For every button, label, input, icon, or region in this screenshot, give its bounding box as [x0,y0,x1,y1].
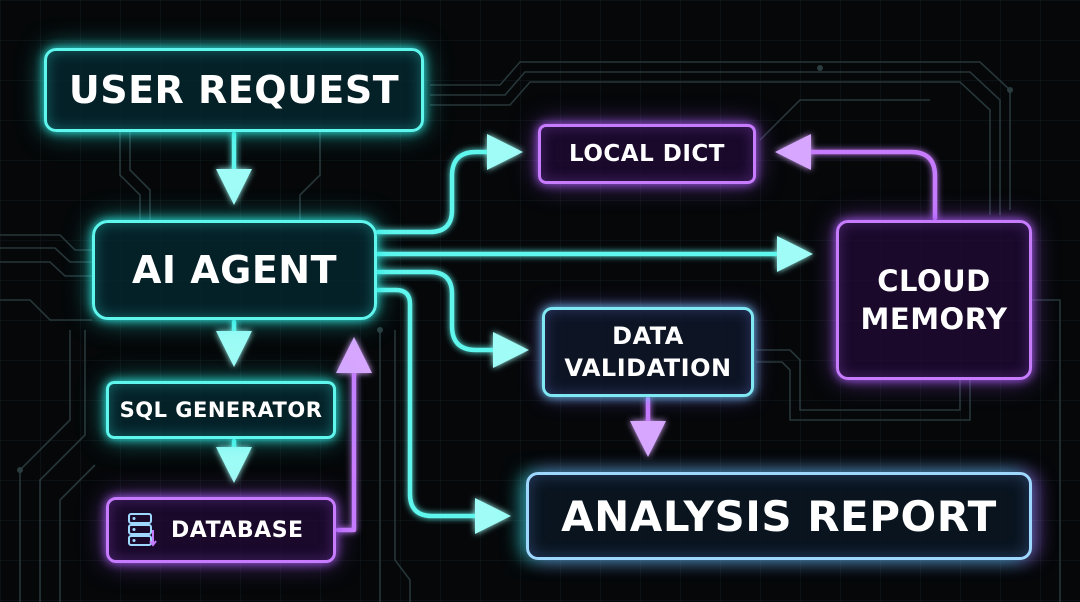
data-validation-label-line1: DATA [612,322,684,350]
user-request-label: USER REQUEST [68,68,400,112]
trace-right-3 [1032,299,1061,602]
trace-node-1 [1007,87,1013,93]
database-label: DATABASE [171,517,304,543]
trace-mid-3 [299,132,321,220]
trace-right-2 [756,361,971,421]
cloud-memory-node: CLOUD MEMORY [836,220,1032,380]
ai-agent-label: AI AGENT [131,248,338,292]
trace-right-1 [756,349,961,411]
trace-left-3 [0,261,92,277]
trace-mid-2 [129,132,151,220]
trace-top-2 [430,71,1001,215]
trace-top-1 [430,61,1011,210]
trace-top-3 [430,81,991,215]
ai-agent-node: AI AGENT [92,220,377,320]
trace-left-1 [0,234,92,251]
trace-node-4 [377,327,383,333]
local-dict-label: LOCAL DICT [569,141,725,167]
cloud-memory-label-line1: CLOUD [877,264,991,298]
arrow-agent-to-validation [375,269,529,368]
arrow-database-to-agent [335,337,372,533]
database-icon [128,513,157,547]
analysis-report-node: ANALYSIS REPORT [526,472,1032,560]
trace-left-5 [19,330,71,602]
trace-node-3 [17,467,23,473]
local-dict-node: LOCAL DICT [538,124,756,184]
user-request-node: USER REQUEST [44,48,424,132]
trace-bottom-2 [394,330,411,602]
trace-top-4 [759,99,930,141]
database-node: DATABASE [106,497,336,563]
trace-left-6 [39,330,86,602]
cloud-memory-label-line2: MEMORY [860,302,1008,336]
trace-mid-1 [119,132,141,220]
trace-left-2 [0,247,92,263]
arrow-agent-to-report [375,287,511,534]
sql-generator-node: SQL GENERATOR [106,381,336,439]
data-validation-label-line2: VALIDATION [564,354,732,382]
arrow-agent-to-local-dict [375,134,523,235]
arrow-cloud-to-local-dict [775,134,938,221]
analysis-report-label: ANALYSIS REPORT [561,491,997,541]
trace-left-4 [0,299,92,321]
sql-generator-label: SQL GENERATOR [119,398,323,422]
data-validation-node: DATA VALIDATION [542,307,754,397]
trace-left-7 [59,464,96,602]
trace-node-2 [817,65,823,71]
